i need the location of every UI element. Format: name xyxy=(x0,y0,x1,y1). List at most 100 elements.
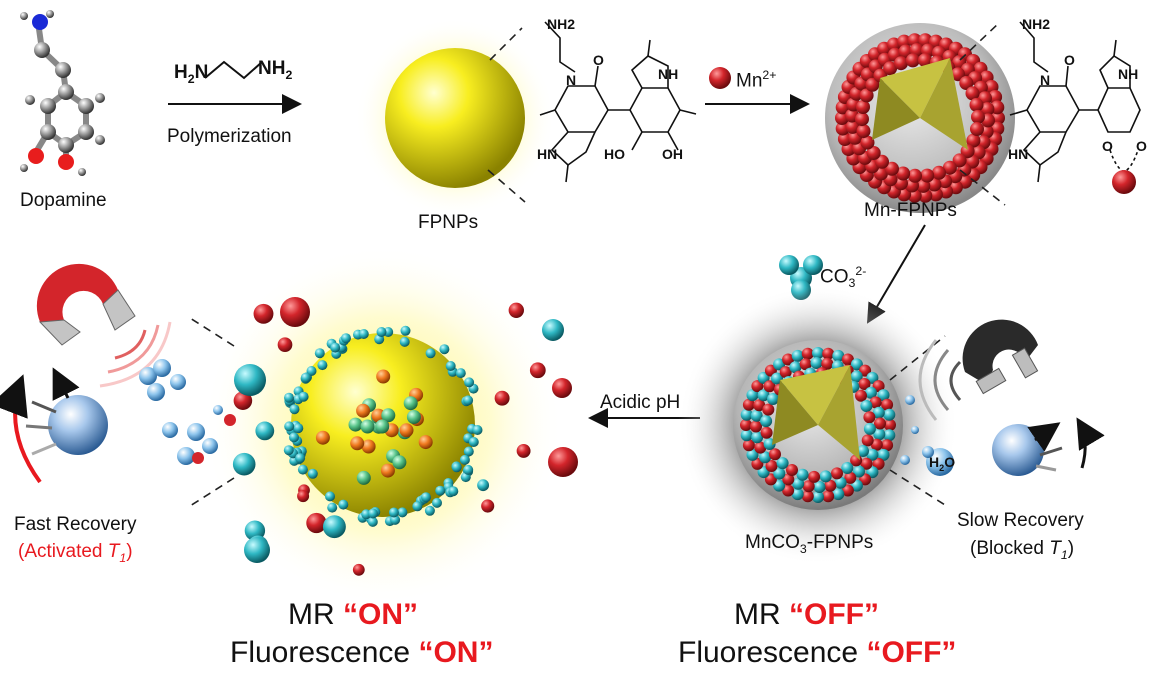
mnco3-bead xyxy=(853,465,865,478)
free-ion xyxy=(508,302,524,318)
mnco3-bead xyxy=(782,353,795,366)
struct2-nh: NH xyxy=(1118,66,1139,82)
slow-recovery-label: Slow Recovery xyxy=(957,510,1084,531)
surface-carbonate xyxy=(367,516,378,527)
mnco3-bead xyxy=(857,445,869,457)
mnco3-bead xyxy=(834,476,847,489)
mnco3-bead xyxy=(812,347,824,359)
mnco3-bead xyxy=(751,380,764,393)
mnco3-bead xyxy=(769,448,781,461)
mn-fpnps-label: Mn-FPNPs xyxy=(864,200,957,221)
h2n-sub: 2 xyxy=(187,71,195,86)
mnco3-beads xyxy=(740,347,896,503)
surface-carbonate xyxy=(421,492,431,503)
free-ion xyxy=(529,362,546,379)
mnco3-bead xyxy=(799,358,812,371)
surface-carbonate xyxy=(463,395,474,406)
water-sub: 2 xyxy=(939,462,945,473)
mnco3-bead xyxy=(776,457,789,470)
free-ion xyxy=(322,515,346,539)
fast-spin-vectors xyxy=(0,367,80,484)
mnco3-bead xyxy=(782,484,795,497)
mnco3-bead xyxy=(863,422,876,435)
mnco3-bead xyxy=(786,464,798,476)
mnco3-bead xyxy=(750,409,763,422)
mnco3-bead xyxy=(841,353,854,366)
mnco3-bead xyxy=(813,481,826,493)
mnco3-bead xyxy=(789,361,802,374)
mn-bead xyxy=(894,56,908,71)
mnco3-bead xyxy=(765,460,778,472)
inner-bead xyxy=(315,430,330,445)
mnco3-bead xyxy=(881,398,894,411)
mn-bead xyxy=(990,121,1005,136)
surface-carbonate xyxy=(289,432,299,443)
struct1-oh: OH xyxy=(662,146,683,162)
ethylenediamine-bonds xyxy=(204,60,263,80)
mnco3-suffix: -FPNPs xyxy=(806,532,874,553)
mn-bead xyxy=(942,160,957,175)
water-o: O xyxy=(944,454,956,470)
fpnps-zoom-lines xyxy=(487,27,526,203)
free-ion xyxy=(232,452,256,476)
inner-bead xyxy=(356,403,371,418)
activated-t: T xyxy=(107,541,120,562)
mn-ion-text: Mn xyxy=(736,70,763,92)
released-particles xyxy=(232,297,578,576)
free-ion xyxy=(297,490,310,503)
mn-bead xyxy=(860,135,875,150)
surface-carbonate xyxy=(341,333,351,344)
surface-carbonate xyxy=(435,485,446,496)
carbonate-label: CO32- xyxy=(820,264,866,290)
surface-carbonate xyxy=(293,423,304,434)
mnco3-bead xyxy=(877,448,890,461)
mn-fpnps-zoom-lines xyxy=(959,21,1006,206)
mnco3-core-face-1 xyxy=(780,365,850,425)
free-ion xyxy=(552,378,572,398)
mn-bead xyxy=(866,146,881,160)
struct2-o: O xyxy=(1064,52,1075,68)
free-ion xyxy=(234,364,266,396)
free-ion xyxy=(542,319,564,341)
inner-bead xyxy=(399,423,414,438)
free-ion xyxy=(244,537,270,563)
blocked-sub: 1 xyxy=(1060,547,1068,562)
mnco3-bead xyxy=(841,484,854,497)
struct1-n: N xyxy=(566,72,577,88)
mnco3-bead xyxy=(874,417,886,430)
mnco3-bead xyxy=(746,448,759,461)
inner-bead xyxy=(403,396,418,411)
nh2-sub: 2 xyxy=(285,67,293,82)
fpnps-sphere xyxy=(385,48,525,188)
surface-carbonate xyxy=(330,342,341,353)
mnco3-core-face-3 xyxy=(772,380,818,445)
mnco3-bead xyxy=(866,466,879,479)
mnco3-bead xyxy=(883,408,896,421)
mnco3-bead xyxy=(782,473,795,486)
mn-bead xyxy=(969,97,984,112)
h2n-n: N xyxy=(194,62,209,83)
surface-carbonate xyxy=(439,344,450,355)
mnco3-bead xyxy=(810,357,823,369)
mnco3-bead xyxy=(832,349,845,362)
inner-bead xyxy=(376,369,391,384)
surface-carbonate xyxy=(448,486,459,497)
mnco3-bead xyxy=(822,490,835,503)
mn-bead xyxy=(966,133,981,148)
mnco3-bead xyxy=(821,357,834,370)
free-ion xyxy=(494,390,510,406)
free-ion xyxy=(277,337,293,353)
free-ion xyxy=(253,303,274,324)
h2n-h: H xyxy=(174,62,188,83)
polymerization-label: Polymerization xyxy=(167,126,292,147)
mr-on-state: “ON” xyxy=(343,598,418,631)
mnco3-bead xyxy=(802,480,815,493)
fluorescence-off-line: Fluorescence “OFF” xyxy=(678,636,956,670)
free-ion xyxy=(477,479,490,492)
mnco3-bead xyxy=(757,371,770,384)
mn-bead xyxy=(965,86,980,101)
mnco3-bead xyxy=(869,396,882,409)
mnco3-bead xyxy=(872,457,885,470)
mnco3-bead xyxy=(791,488,804,501)
